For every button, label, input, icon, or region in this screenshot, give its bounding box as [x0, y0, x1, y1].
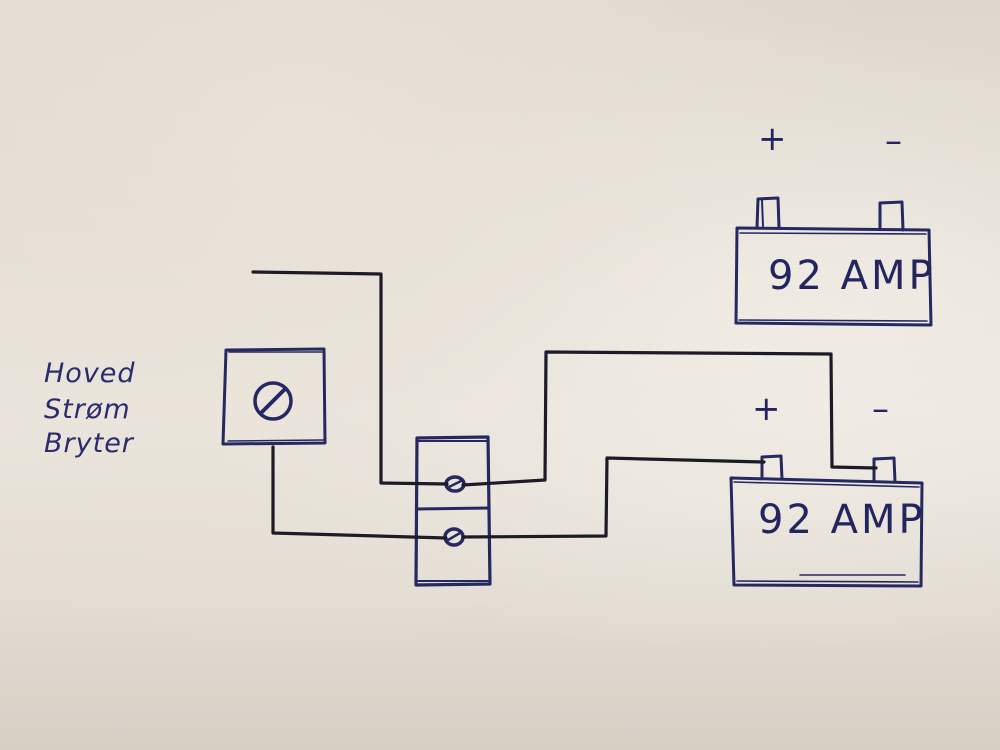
- battery-bottom-plus-sign: +: [752, 389, 781, 429]
- switch-label-line-2: Strøm: [44, 394, 131, 425]
- battery-bottom-positive-terminal: [760, 454, 784, 481]
- battery-bottom: 92 AMP + –: [729, 389, 926, 588]
- wire-switch-to-terminal-bottom: [271, 445, 448, 540]
- battery-top-negative-terminal: [878, 200, 905, 232]
- battery-bottom-case: [729, 476, 924, 588]
- battery-top-case: [734, 226, 933, 327]
- switch-label: Hoved Strøm Bryter: [44, 358, 136, 459]
- switch-knob: [253, 381, 293, 421]
- wire-incoming-to-terminal-top: [251, 270, 449, 486]
- switch-label-line-1: Hoved: [44, 358, 136, 389]
- switch-label-line-3: Bryter: [44, 428, 135, 459]
- terminal-block-divider: [415, 506, 491, 511]
- battery-bottom-negative-terminal: [872, 456, 897, 484]
- main-power-switch: [221, 347, 327, 446]
- wire-terminal-top-to-battery-negative: [461, 350, 878, 487]
- wire-terminal-bottom-to-battery-positive: [461, 456, 766, 539]
- battery-bottom-label: 92 AMP: [758, 497, 926, 543]
- battery-top-plus-sign: +: [758, 119, 787, 159]
- battery-top-positive-terminal: [755, 196, 781, 230]
- terminal-block: [414, 435, 492, 587]
- battery-bottom-minus-sign: –: [872, 389, 889, 429]
- wires: [251, 270, 878, 540]
- switch-box: [221, 347, 327, 446]
- terminal-block-outline: [414, 435, 492, 587]
- battery-top-label: 92 AMP: [768, 253, 936, 299]
- switch-knob-slot: [260, 387, 287, 414]
- battery-top-minus-sign: –: [885, 121, 902, 161]
- battery-top: 92 AMP + –: [734, 119, 936, 327]
